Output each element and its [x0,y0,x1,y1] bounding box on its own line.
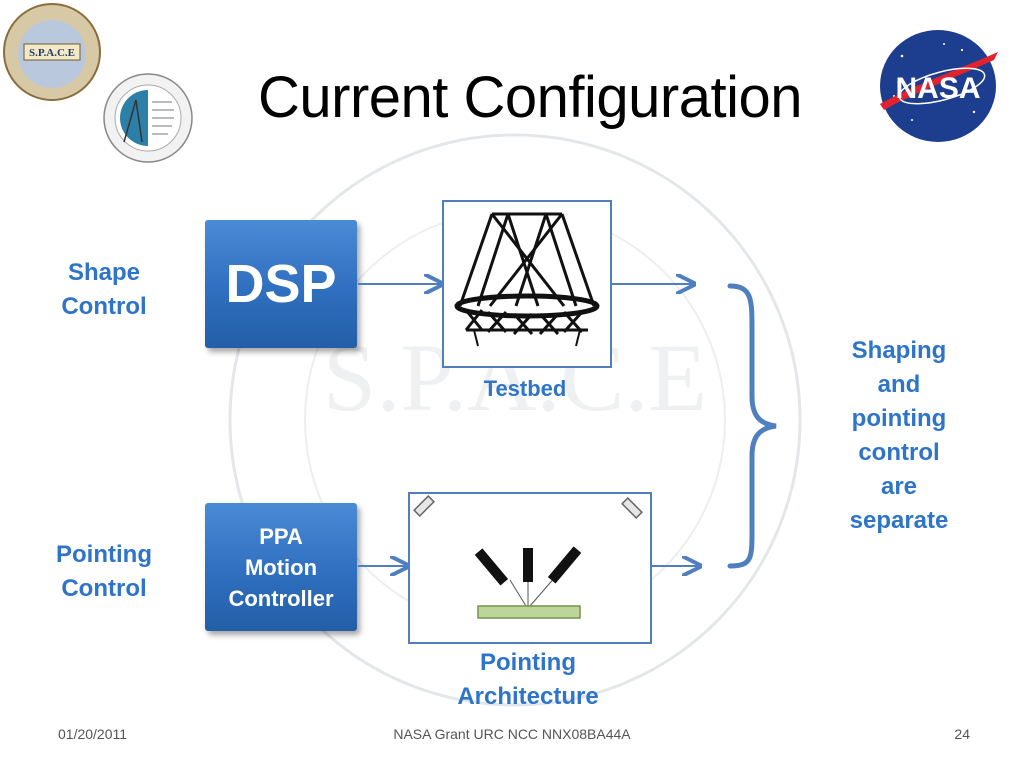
slide-title: Current Configuration [257,65,803,130]
pointing-architecture-diagram [413,495,643,619]
space-logo-text: S.P.A.C.E [29,47,75,59]
ppa-motion-controller-box: PPA Motion Controller [205,503,357,631]
footer-page-number: 24 [954,726,970,742]
pointing-control-label: Pointing Control [38,538,170,606]
nasa-logo: NASA [872,26,1004,146]
result-label: Shaping and pointing control are separat… [826,334,972,538]
corner-mirror-left-icon [413,495,435,517]
result-label-line2: and [877,371,921,398]
testbed-label: Testbed [483,376,567,401]
result-label-line5: are [880,473,918,500]
result-label-line3: pointing [851,405,947,432]
footer-date: 01/20/2011 [58,726,128,742]
ppa-label-line3: Controller [228,585,334,611]
platform-icon [477,605,581,619]
dsp-box: DSP [205,220,357,348]
dsp-box-label: DSP [225,254,337,314]
result-label-line4: control [858,439,940,466]
pointing-architecture-label: Pointing Architecture [418,646,638,714]
corner-mirror-right-icon [621,497,643,519]
actuator-center-icon [523,548,533,582]
ppa-label-line1: PPA [259,523,303,549]
pointing-control-label-line2: Control [61,575,147,602]
pointing-architecture-label-line1: Pointing [480,649,576,676]
result-label-line6: separate [849,507,949,534]
space-logo: S.P.A.C.E [2,2,102,102]
testbed-structure-icon [454,212,600,347]
ppa-label-line2: Motion [244,554,318,580]
nasa-logo-text: NASA [895,72,980,105]
pointing-control-label-line1: Pointing [56,541,152,568]
shape-control-label: Shape Control [38,256,170,324]
result-label-line1: Shaping [851,337,947,364]
shape-control-label-line1: Shape [67,259,141,286]
university-seal-logo [102,72,194,164]
pointing-architecture-label-line2: Architecture [457,683,599,710]
pointing-architecture-frame [408,492,652,644]
shape-control-label-line2: Control [61,293,147,320]
curly-bracket [727,283,777,569]
testbed-image-frame [442,200,612,368]
actuator-right-icon [547,546,582,584]
footer-grant: NASA Grant URC NCC NNX08BA44A [393,726,631,742]
actuator-left-icon [474,548,509,586]
